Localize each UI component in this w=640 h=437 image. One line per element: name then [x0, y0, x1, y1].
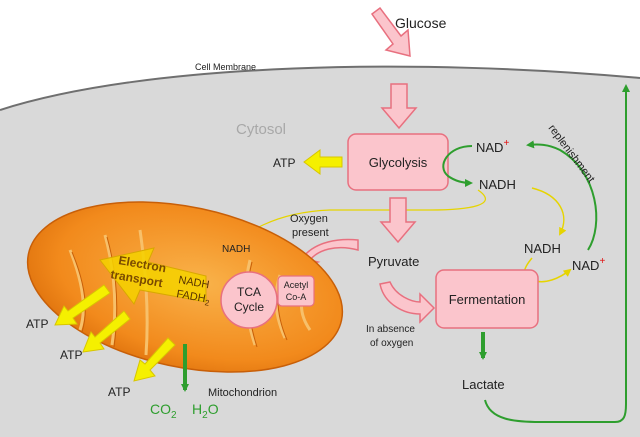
- replenishment-arrow: [526, 140, 598, 251]
- glucose-arrow: [370, 6, 411, 57]
- lactate-label: Lactate: [462, 377, 505, 392]
- cytosol-label: Cytosol: [236, 121, 286, 138]
- oxygen-present-label-2: present: [292, 227, 329, 239]
- glycolysis-atp-label: ATP: [273, 156, 295, 170]
- atp-label-1: ATP: [26, 317, 48, 331]
- h2o-label: H2O: [192, 401, 219, 421]
- nad-right-label: NAD+: [572, 256, 605, 273]
- oxygen-present-label-1: Oxygen: [290, 213, 328, 225]
- mitochondrion-cristae-shadow: [71, 236, 288, 348]
- tca-label-1: TCA: [237, 285, 261, 299]
- fermentation-box: [435, 269, 539, 329]
- pyruvate-label: Pyruvate: [368, 254, 419, 269]
- atp-arrow-1: [54, 284, 111, 326]
- electron-transport-arrow: [99, 247, 207, 305]
- mitochondrion-label: Mitochondrion: [208, 387, 277, 399]
- glucose-label: Glucose: [395, 15, 447, 31]
- cell-membrane-label: Cell Membrane: [195, 62, 256, 72]
- tca-label-2: Cycle: [234, 300, 264, 314]
- fermentation-label: Fermentation: [449, 292, 526, 307]
- atp-label-3: ATP: [108, 385, 130, 399]
- nadh-to-nadh-right-line: [531, 187, 567, 236]
- acetyl-coa-box: [277, 275, 315, 307]
- glycolysis-box: [347, 133, 449, 191]
- nadh-mito-label: NADH: [222, 244, 250, 255]
- nadh-fadh-label-2: FADH2: [175, 288, 211, 308]
- atp-label-2: ATP: [60, 348, 82, 362]
- acetyl-label-2: Co-A: [286, 292, 307, 302]
- cell-membrane: [0, 65, 640, 111]
- nadh-fadh-label-1: NADH: [177, 274, 210, 291]
- nad-to-nadh-arrow: [442, 145, 473, 187]
- acetyl-label-1: Acetyl: [284, 280, 309, 290]
- nad-top-label: NAD+: [476, 138, 509, 155]
- glycolysis-to-pyruvate-arrow: [379, 197, 417, 244]
- nadh-top-label: NADH: [479, 177, 516, 192]
- atp-arrow-2: [82, 310, 131, 353]
- pyruvate-to-fermentation-arrow: [379, 281, 436, 324]
- glycolysis-label: Glycolysis: [369, 155, 428, 170]
- tca-cycle-circle: [220, 271, 278, 329]
- in-absence-label-1: In absence: [366, 324, 415, 335]
- nadh-right-label: NADH: [524, 241, 561, 256]
- atp-arrow-3: [133, 337, 176, 382]
- glucose-to-glycolysis-arrow: [380, 83, 418, 130]
- glycolysis-atp-arrow: [303, 149, 343, 175]
- lactate-export-arrow: [484, 84, 630, 423]
- in-absence-label-2: of oxygen: [370, 338, 413, 349]
- co2-label: CO2: [150, 401, 177, 421]
